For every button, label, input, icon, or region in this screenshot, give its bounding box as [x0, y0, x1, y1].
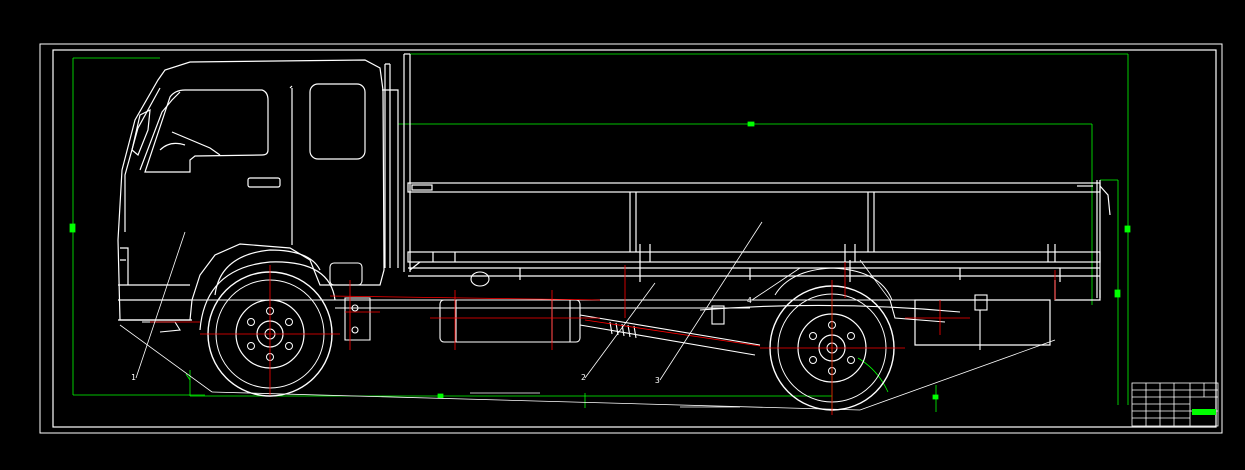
front-door-window [144, 89, 269, 173]
spare-fuel-tank [914, 299, 1051, 346]
grille [120, 247, 129, 285]
dim-text-height [69, 223, 76, 233]
steering-wheel [159, 131, 221, 156]
wheel-arch-front [199, 261, 336, 331]
rear-mount [974, 294, 988, 311]
departure-angle-arc [857, 357, 889, 393]
cargo-floor [407, 251, 1101, 263]
rear-spring [699, 304, 961, 313]
door-handle [247, 177, 281, 188]
spring-hanger [711, 305, 725, 325]
transmission-box [439, 299, 581, 343]
windshield [139, 91, 181, 171]
dimension-lines [69, 53, 1131, 412]
leader-lines [135, 221, 891, 381]
rear-lug-nuts [809, 321, 855, 375]
chassis [142, 262, 1050, 356]
truck-cab [117, 59, 399, 331]
dim-text-body [747, 121, 755, 127]
filter-cap [470, 271, 490, 287]
rear-latch [1099, 185, 1111, 216]
front-latch [411, 184, 433, 191]
inner-frame [52, 49, 1217, 428]
exhaust-stack [384, 63, 391, 268]
drawing-border [39, 43, 1223, 434]
cross-member [409, 260, 1061, 282]
center-lines [150, 262, 1056, 415]
outer-frame [39, 43, 1223, 434]
leader-label-1: 1 [131, 373, 136, 382]
shaft-coil [609, 321, 637, 339]
door-line [289, 85, 293, 245]
front-bumper [118, 284, 192, 321]
leader-label-3: 3 [655, 376, 660, 385]
front-shackle [344, 297, 371, 341]
mirror [131, 108, 151, 156]
title-block [1131, 382, 1219, 427]
leader-label-2: 2 [581, 373, 586, 382]
dim-text-width [1124, 225, 1131, 233]
exhaust-pipe [889, 299, 946, 323]
leader-label-4: 4 [747, 296, 752, 305]
cargo-side-rail [407, 182, 1101, 193]
cab-outline [117, 59, 385, 321]
rear-cab-window [309, 83, 366, 160]
frame-rail [190, 299, 1050, 309]
ground-lines [119, 324, 1056, 411]
cargo-body [403, 53, 1111, 346]
air-tank [329, 262, 363, 286]
rear-underride [1054, 280, 1101, 301]
drive-shaft [579, 314, 761, 356]
